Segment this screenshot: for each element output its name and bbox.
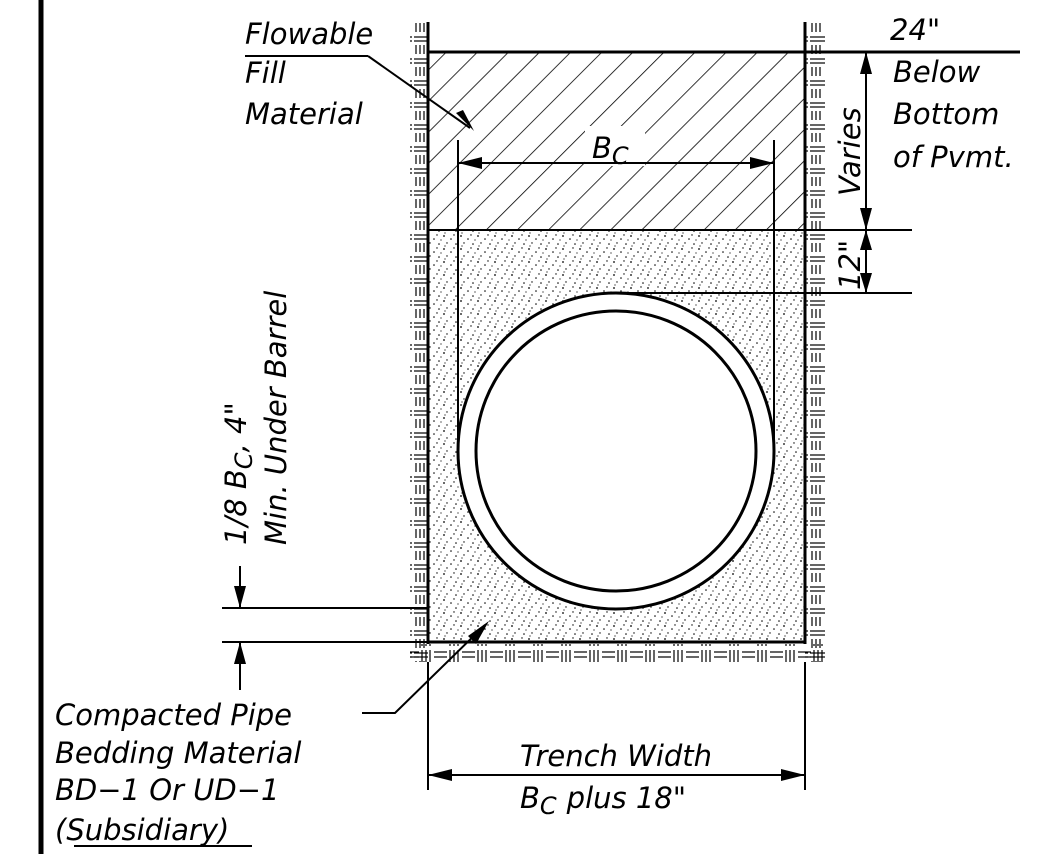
twelve-arrow-top bbox=[860, 230, 872, 250]
trench-width-arrow-right bbox=[781, 769, 805, 781]
varies-label: Varies bbox=[833, 107, 867, 196]
trench-bottom-soil bbox=[410, 644, 825, 662]
min-under-barrel-label: 1/8 BC, 4" bbox=[219, 402, 258, 545]
min-under-arrow-top bbox=[234, 586, 246, 608]
bc-label: BC bbox=[592, 131, 629, 170]
trench-width-label: Trench Width bbox=[520, 739, 712, 773]
twelve-inch-label: 12" bbox=[833, 240, 867, 290]
trench-width-arrow-left bbox=[428, 769, 452, 781]
depth-below-pavement-label: 24" Below Bottom of Pvmt. bbox=[890, 13, 1014, 174]
bedding-leader bbox=[362, 624, 486, 714]
bedding-leader-arrow bbox=[468, 621, 489, 644]
pipe-barrel bbox=[456, 291, 776, 611]
bc-arrow-right bbox=[750, 157, 774, 169]
right-trench-wall-soil bbox=[805, 22, 825, 662]
varies-arrow-top bbox=[860, 52, 872, 74]
min-under-arrow-bottom bbox=[234, 642, 246, 664]
min-under-barrel-label-line2: Min. Under Barrel bbox=[259, 291, 293, 545]
left-trench-wall-soil bbox=[410, 22, 428, 662]
flowable-fill-leader bbox=[367, 55, 471, 129]
varies-arrow-bottom bbox=[860, 208, 872, 230]
flowable-fill-leader-arrow bbox=[456, 110, 474, 131]
twelve-arrow-bottom bbox=[860, 273, 872, 293]
bedding-material-label: Compacted Pipe Bedding Material BD−1 Or … bbox=[55, 698, 311, 847]
flowable-fill-label-mask bbox=[585, 126, 645, 166]
flowable-fill-label: Flowable Fill Material bbox=[245, 17, 383, 131]
bc-arrow-left bbox=[458, 157, 482, 169]
